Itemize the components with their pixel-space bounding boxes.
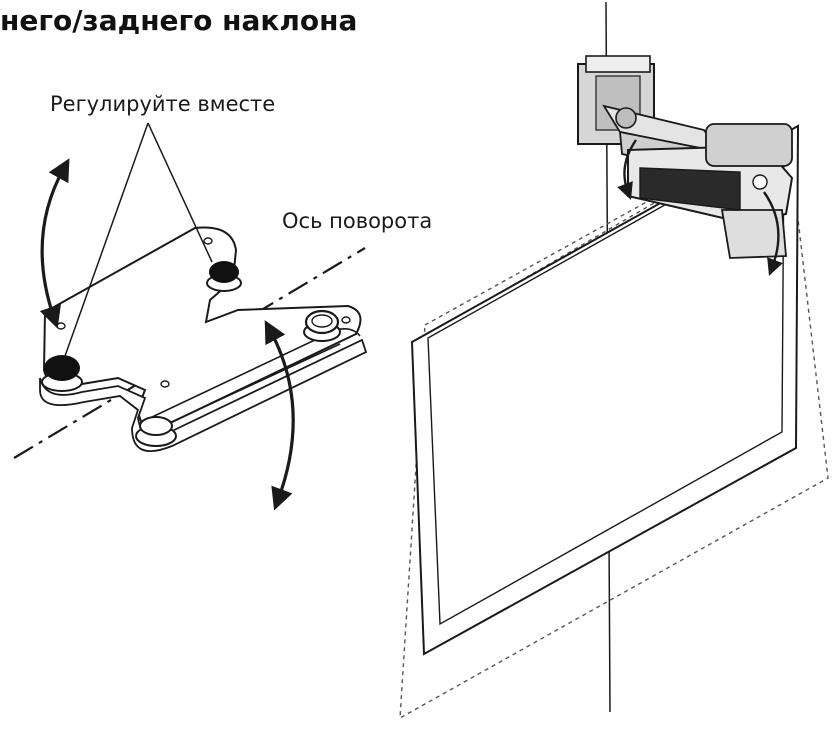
projector-right-tilt-arrow-icon xyxy=(763,191,783,276)
adjust-together-leader-lines xyxy=(64,122,213,357)
tilt-bracket-assembly xyxy=(13,122,368,511)
right-tilt-curved-arrow-icon xyxy=(264,320,295,511)
projector-left-tilt-arrow-icon xyxy=(617,139,637,200)
page-title: него/заднего наклона xyxy=(0,4,358,37)
lower-knob-icon xyxy=(135,416,177,447)
left-tilt-curved-arrow-icon xyxy=(39,158,70,329)
front-adjustment-knob-icon xyxy=(41,355,83,392)
pivot-knob-icon xyxy=(303,309,341,342)
wall-mount-plate xyxy=(577,55,655,145)
adjust-together-label: Регулируйте вместе xyxy=(50,92,276,116)
pivot-axis-label: Ось поворота xyxy=(282,209,433,233)
rear-adjustment-knob-icon xyxy=(206,261,242,292)
projector-and-screen xyxy=(399,1,829,720)
projector-body xyxy=(627,123,794,259)
